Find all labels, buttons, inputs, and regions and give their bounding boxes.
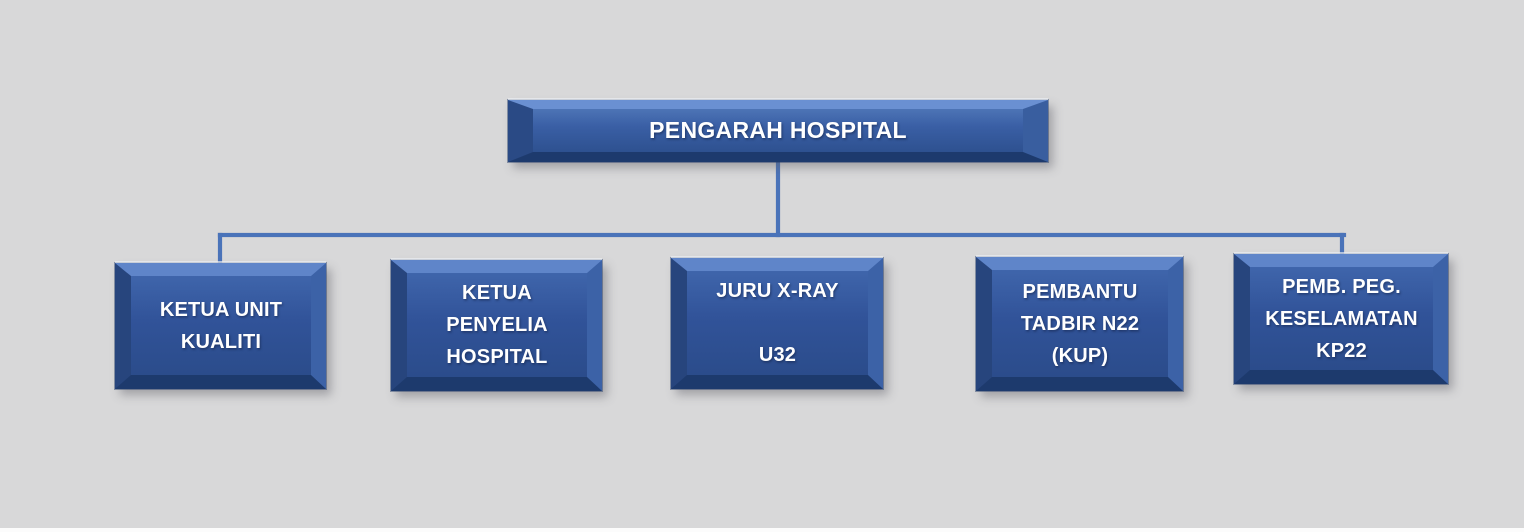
org-node-label: PENGARAH HOSPITAL [649, 117, 907, 143]
org-node-label: JURU X-RAY U32 [716, 280, 839, 366]
bottom-edge-strip [0, 528, 1524, 532]
connector-drop-right [1340, 233, 1344, 258]
org-node-juru-x-ray-u32: JURU X-RAY U32 [671, 258, 883, 389]
connector-root-vertical [776, 160, 780, 237]
connector-drop-left [218, 233, 222, 266]
org-node-pengarah-hospital: PENGARAH HOSPITAL [508, 100, 1048, 162]
connector-horizontal-bar [218, 233, 1346, 237]
